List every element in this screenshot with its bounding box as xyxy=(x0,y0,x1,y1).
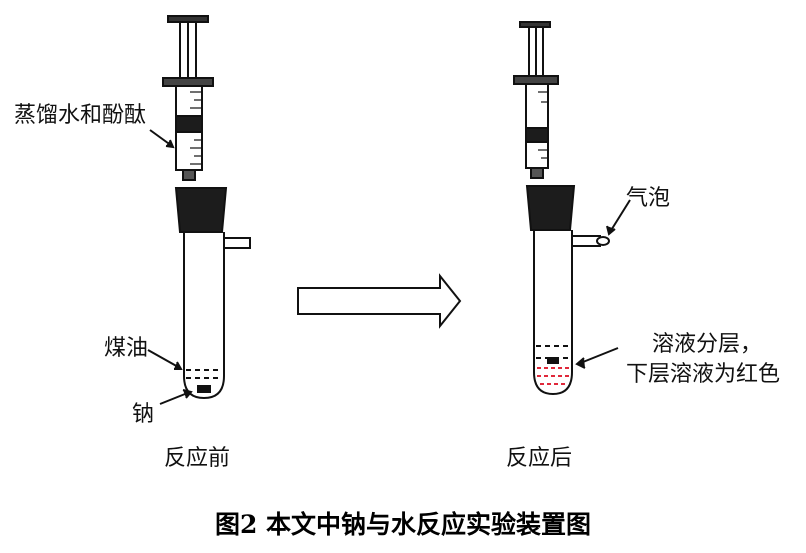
right-pointer-solution xyxy=(577,347,619,365)
right-barrel-flange xyxy=(513,75,559,85)
left-barrel-flange xyxy=(162,77,214,87)
left-sodium-piece xyxy=(197,385,211,393)
reaction-arrow xyxy=(297,273,462,329)
left-barrel-graduations xyxy=(190,91,202,165)
right-gas-bubble xyxy=(596,236,610,246)
label-layered-line1: 溶液分层， xyxy=(652,332,763,357)
right-barrel-graduations xyxy=(538,91,548,159)
right-apparatus xyxy=(513,21,631,396)
right-needle-hub xyxy=(530,167,544,179)
right-plunger-seal xyxy=(525,127,549,143)
right-syringe-barrel xyxy=(525,83,549,169)
left-rubber-stopper xyxy=(174,187,228,233)
figure-caption: 图2 本文中钠与水反应实验装置图 xyxy=(214,510,592,539)
left-plunger-seal xyxy=(175,115,203,133)
right-sodium-piece xyxy=(547,357,559,364)
label-sodium: 钠 xyxy=(132,402,155,427)
right-red-solution xyxy=(537,367,569,385)
label-water-phenolphthalein: 蒸馏水和酚酞 xyxy=(14,103,147,128)
label-layered-line2: 下层溶液为红色 xyxy=(626,362,781,387)
left-needle-hub xyxy=(182,169,196,181)
left-pointer-kerosene xyxy=(147,349,181,369)
right-rubber-stopper xyxy=(525,185,576,231)
right-pointer-bubble xyxy=(609,199,631,233)
label-bubble: 气泡 xyxy=(626,186,671,211)
right-side-arm xyxy=(572,235,601,247)
caption-before: 反应前 xyxy=(164,446,231,471)
left-test-tube xyxy=(183,232,225,400)
left-apparatus xyxy=(147,15,251,405)
left-side-arm xyxy=(224,237,251,249)
right-test-tube xyxy=(533,230,573,396)
caption-after: 反应后 xyxy=(506,446,573,471)
label-kerosene: 煤油 xyxy=(104,336,149,361)
